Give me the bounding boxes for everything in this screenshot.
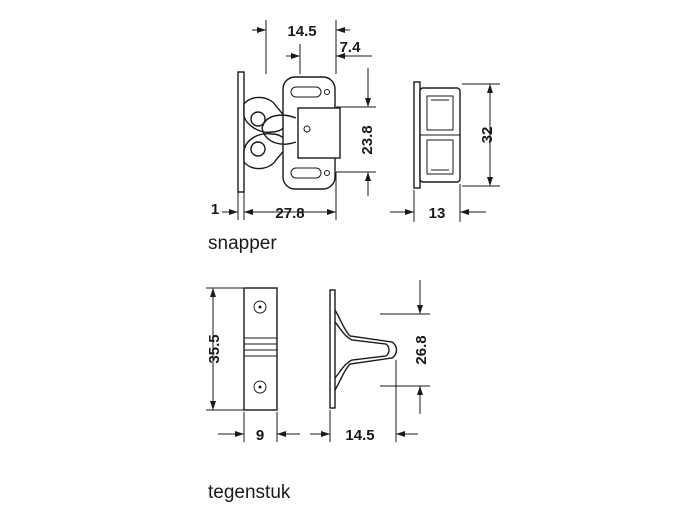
tegenstuk-dimensions (206, 280, 430, 442)
caption-tegenstuk: tegenstuk (208, 482, 291, 503)
caption-snapper: snapper (208, 233, 277, 254)
dim-snapper-side-height: 32 (479, 127, 496, 144)
dim-tegenstuk-height: 35.5 (206, 334, 223, 363)
dim-snapper-offset-top: 7.4 (340, 39, 362, 56)
dim-snapper-depth: 27.8 (275, 205, 304, 222)
tegenstuk-side-view (329, 289, 398, 409)
dim-tegenstuk-depth: 14.5 (345, 427, 374, 444)
snapper-side-view (413, 81, 461, 189)
dim-tegenstuk-width: 9 (256, 427, 264, 444)
dim-snapper-width-top: 14.5 (287, 23, 316, 40)
tegenstuk-front-view (243, 287, 278, 411)
dim-snapper-thickness: 1 (211, 201, 219, 218)
dim-snapper-height-inner: 23.8 (359, 125, 376, 154)
dim-snapper-side-width: 13 (429, 205, 446, 222)
dim-tegenstuk-clip-height: 26.8 (413, 335, 430, 364)
snapper-front-view (237, 71, 341, 193)
snapper-dimensions (222, 20, 500, 222)
